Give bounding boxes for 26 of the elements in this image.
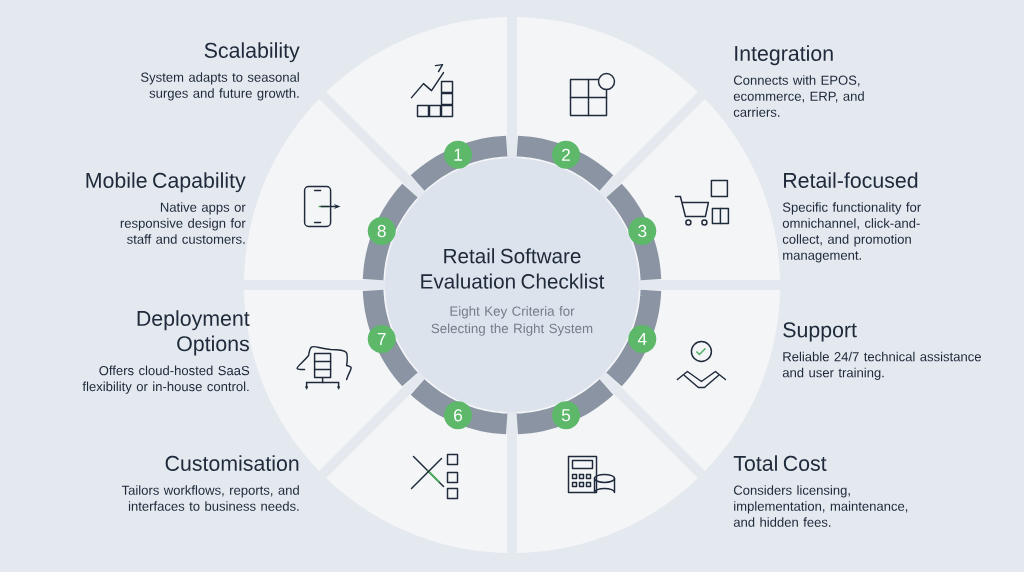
- criterion-description: Native apps or responsive design for staff and customers.: [120, 202, 246, 244]
- criterion-description: System adapts to seasonal surges and future growth.: [141, 72, 299, 101]
- number-badge: 7: [367, 325, 396, 353]
- criterion-heading: Customisation: [165, 455, 299, 471]
- number-badge: 6: [444, 401, 472, 430]
- criterion-description: Considers licensing, implementation, maintenance, and hidden fees.: [733, 485, 908, 527]
- number-badge: 8: [367, 217, 396, 245]
- criterion-description: Connects with EPOS, ecommerce, ERP, and carriers.: [733, 75, 864, 117]
- criterion-heading: Retail-focused: [784, 172, 918, 188]
- criterion-heading: Scalability: [204, 42, 300, 63]
- criterion-description: Reliable 24/7 technical assistance and user training.: [782, 351, 981, 380]
- criterion-heading: Mobile Capability: [86, 172, 246, 193]
- number-badge: 4: [628, 325, 657, 353]
- criterion-description: Specific functionality for omnichannel, click-and-collect, and promotion management.: [782, 202, 921, 263]
- subtitle: Eight Key Criteria for Selecting the Right System: [431, 306, 593, 336]
- criterion-description: Tailors workflows, reports, and interfaces to business needs.: [121, 485, 299, 511]
- criterion-heading: Support: [783, 322, 857, 342]
- number-badge: 5: [552, 401, 580, 430]
- criterion-heading: Deployment Options: [137, 310, 250, 356]
- criterion-description: Offers cloud-hosted SaaS flexibility or in-house control.: [82, 365, 250, 394]
- criterion-heading: Total Cost: [733, 455, 827, 471]
- number-badge: 3: [628, 217, 657, 245]
- title: Retail Software Evaluation Checklist: [421, 248, 605, 289]
- number-badge: 1: [444, 140, 472, 169]
- criterion-heading: Integration: [735, 45, 833, 66]
- number-badge: 2: [552, 140, 580, 169]
